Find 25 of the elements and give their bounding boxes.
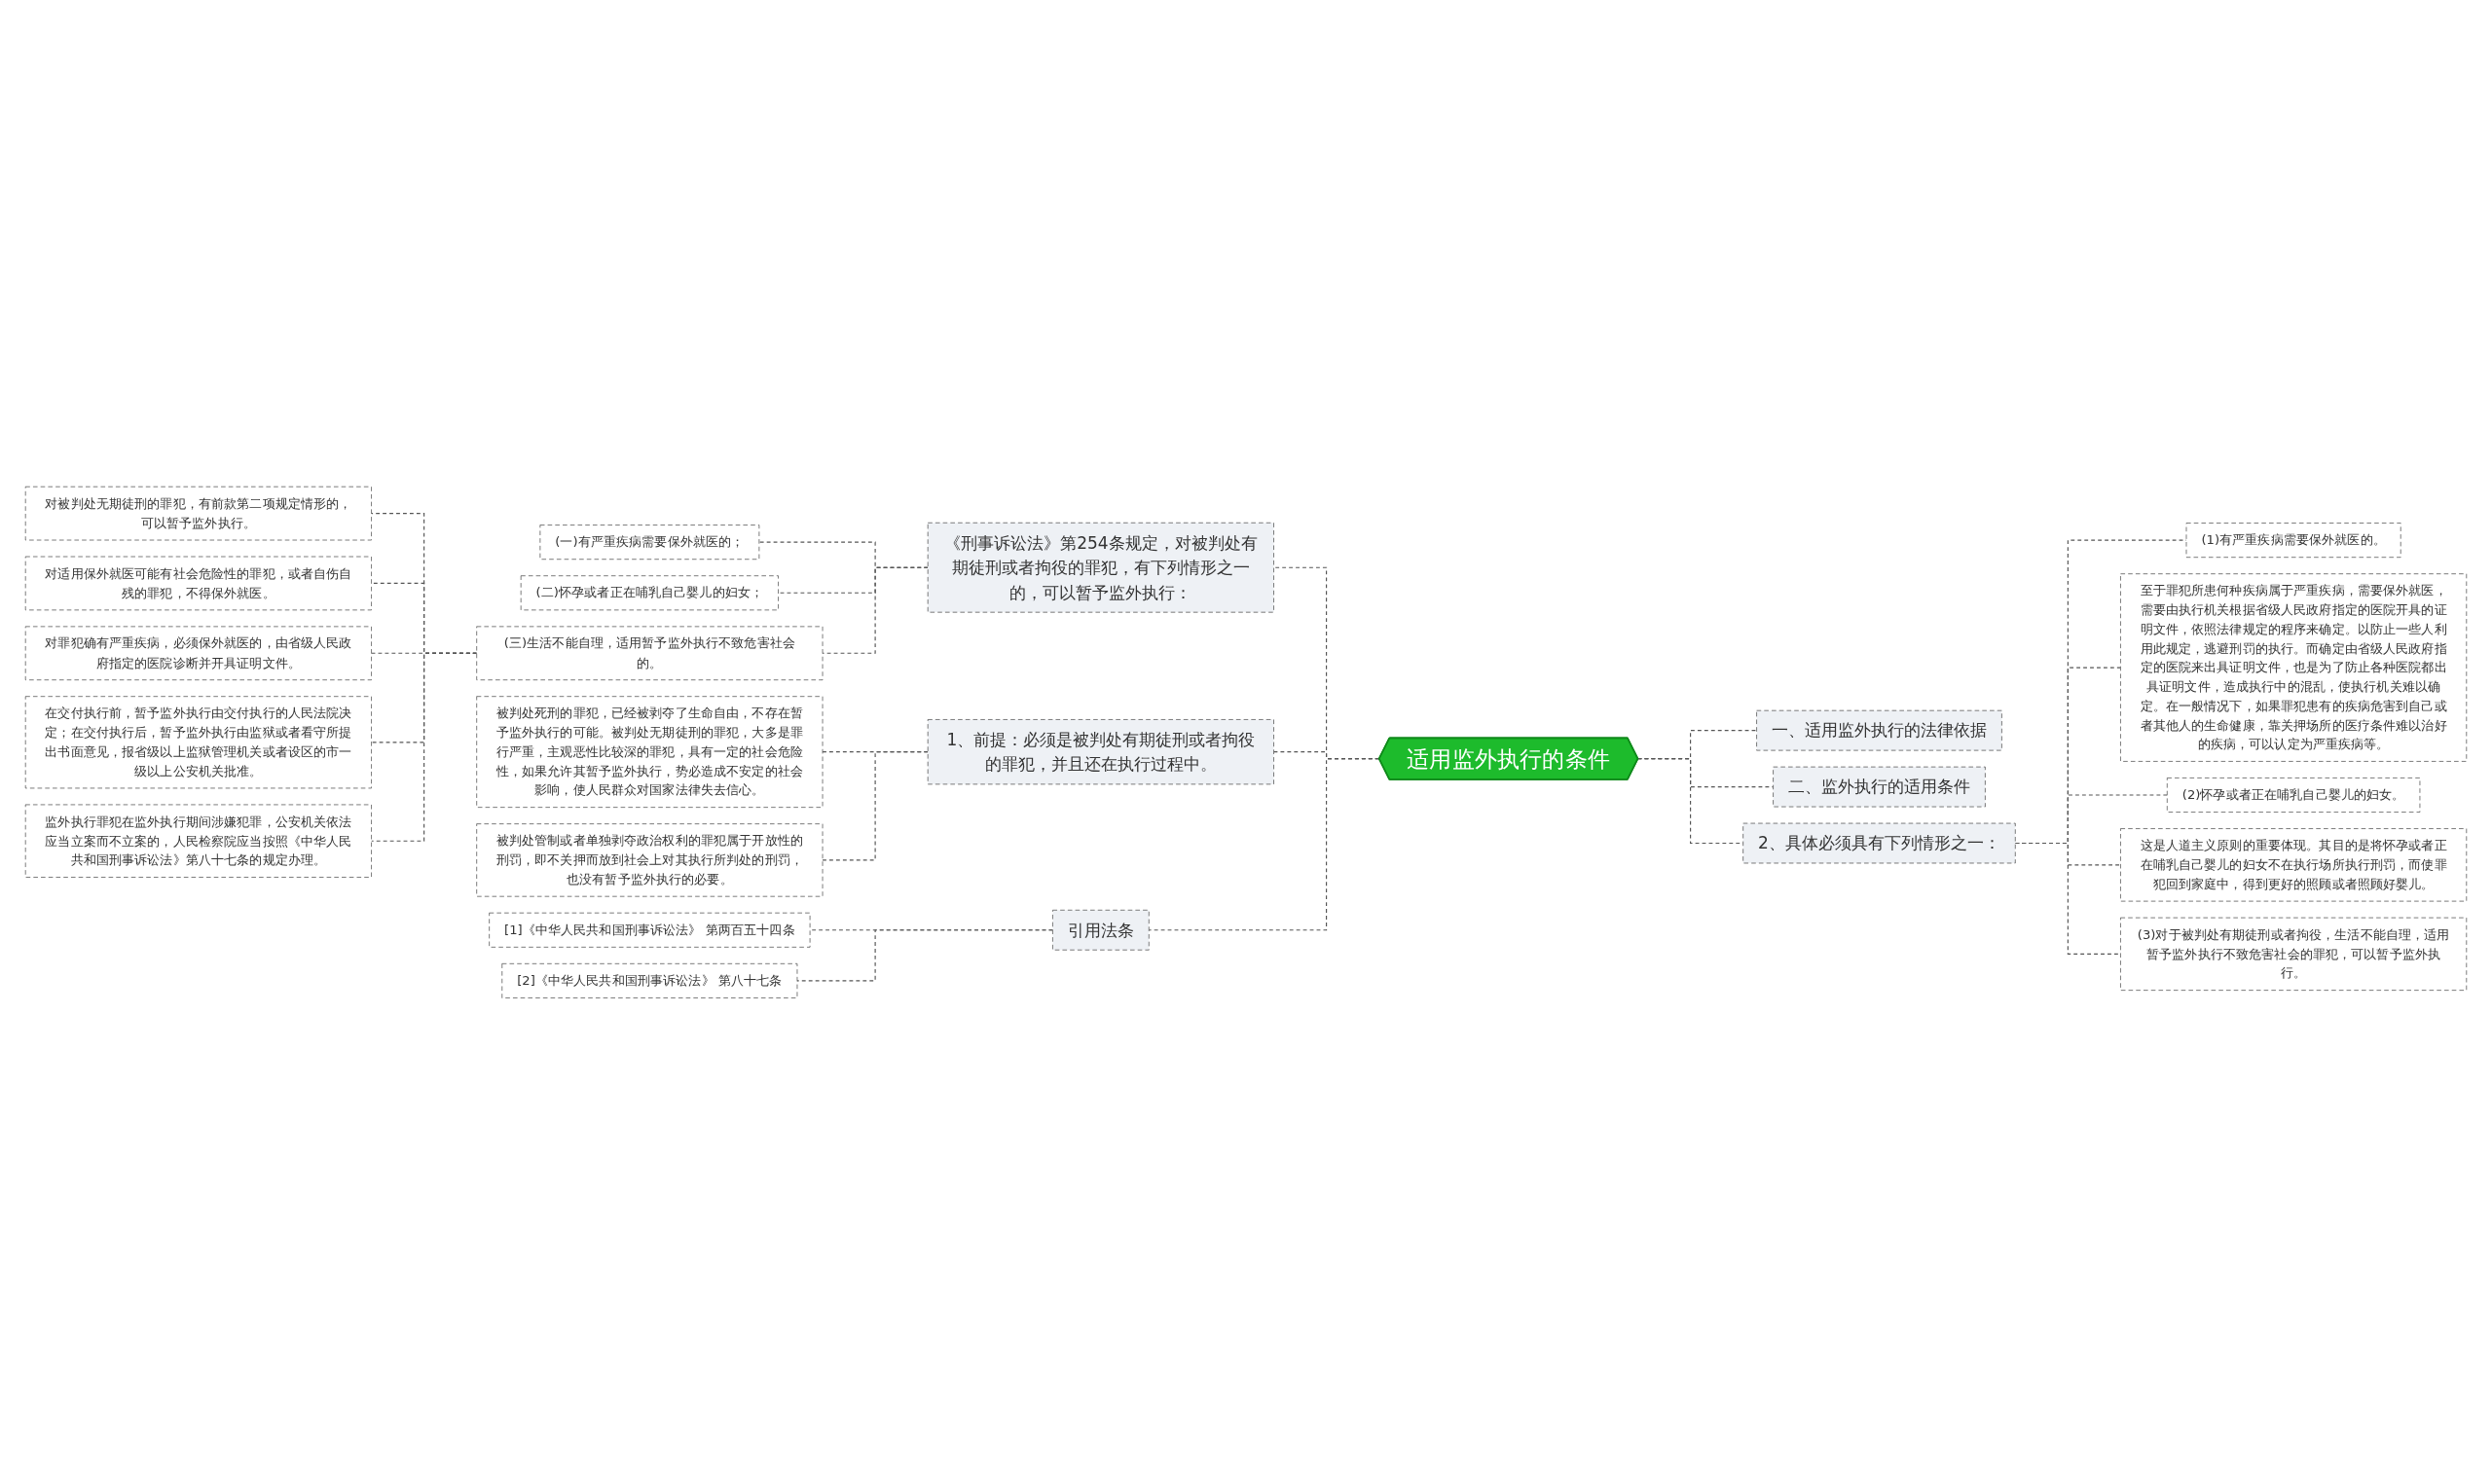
node-box: 2、具体必须具有下列情形之一： bbox=[1742, 822, 2016, 864]
node-box: 被判处管制或者单独剥夺政治权利的罪犯属于开放性的刑罚，即不关押而放到社会上对其执行所判处的刑罚，也没有暂予监外执行的必要。 bbox=[476, 822, 824, 897]
node-box: 对罪犯确有严重疾病，必须保外就医的，由省级人民政府指定的医院诊断并开具证明文件。 bbox=[24, 626, 372, 680]
node-box: [2]《中华人民共和国刑事诉讼法》 第八十七条 bbox=[501, 962, 798, 998]
node-box: 这是人道主义原则的重要体现。其目的是将怀孕或者正在哺乳自己婴儿的妇女不在执行场所执行刑罚，而使罪犯回到家庭中，得到更好的照顾或者照顾好婴儿。 bbox=[2120, 827, 2468, 902]
node-box: 1、前提：必须是被判处有期徒刑或者拘役的罪犯，并且还在执行过程中。 bbox=[927, 718, 1274, 784]
node-box: 一、适用监外执行的法律依据 bbox=[1756, 709, 2002, 751]
connector bbox=[822, 750, 929, 861]
node-box: (二)怀孕或者正在哺乳自己婴儿的妇女； bbox=[520, 575, 779, 610]
node-box: (3)对于被判处有期徒刑或者拘役，生活不能自理，适用暂予监外执行不致危害社会的罪犯，可以暂予监外执行。 bbox=[2120, 917, 2468, 991]
node-box: (三)生活不能自理，适用暂予监外执行不致危害社会的。 bbox=[476, 626, 824, 680]
node-box: 在交付执行前，暂予监外执行由交付执行的人民法院决定；在交付执行后，暂予监外执行由监狱或者看守所提出书面意见，报省级以上监狱管理机关或者设区的市一级以上公安机关批准。 bbox=[24, 696, 372, 788]
node-box: 对被判处无期徒刑的罪犯，有前款第二项规定情形的，可以暂予监外执行。 bbox=[24, 486, 372, 541]
node-box: [1]《中华人民共和国刑事诉讼法》 第两百五十四条 bbox=[489, 912, 811, 948]
node-box: (2)怀孕或者正在哺乳自己婴儿的妇女。 bbox=[2166, 777, 2421, 813]
node-box: 监外执行罪犯在监外执行期间涉嫌犯罪，公安机关依法应当立案而不立案的，人民检察院应当按照《中华人民共和国刑事诉讼法》第八十七条的规定办理。 bbox=[24, 804, 372, 878]
node-box: (1)有严重疾病需要保外就医的。 bbox=[2185, 522, 2401, 558]
node-box: (一)有严重疾病需要保外就医的； bbox=[539, 524, 760, 560]
node-box: 《刑事诉讼法》第254条规定，对被判处有期徒刑或者拘役的罪犯，有下列情形之一的，可以暂予监外执行： bbox=[927, 522, 1274, 613]
node-box: 对适用保外就医可能有社会危险性的罪犯，或者自伤自残的罪犯，不得保外就医。 bbox=[24, 556, 372, 610]
node-box: 二、监外执行的适用条件 bbox=[1773, 766, 1986, 808]
node-box: 引用法条 bbox=[1052, 909, 1150, 951]
node-box: 被判处死刑的罪犯，已经被剥夺了生命自由，不存在暂予监外执行的可能。被判处无期徒刑的罪犯，大多是罪行严重，主观恶性比较深的罪犯，具有一定的社会危险性，如果允许其暂予监外执行，势必造成不安定的社会影响，使人民群众对国家法律失去信心。 bbox=[476, 696, 824, 808]
node-box: 至于罪犯所患何种疾病属于严重疾病，需要保外就医，需要由执行机关根据省级人民政府指定的医院开具的证明文件，依照法律规定的程序来确定。以防止一些人利用此规定，逃避刑罚的执行。而确定由省级人民政府指定的医院来出具证明文件，也是为了防止各种医院都出具证明文件，造成执行中的混乱，使执行机关难以确定。在一般情况下，如果罪犯患有的疾病危害到自己或者其他人的生命健康，靠关押场所的医疗条件难以治好的疾病，可以认定为严重疾病等。 bbox=[2120, 572, 2468, 762]
connector bbox=[370, 652, 478, 842]
